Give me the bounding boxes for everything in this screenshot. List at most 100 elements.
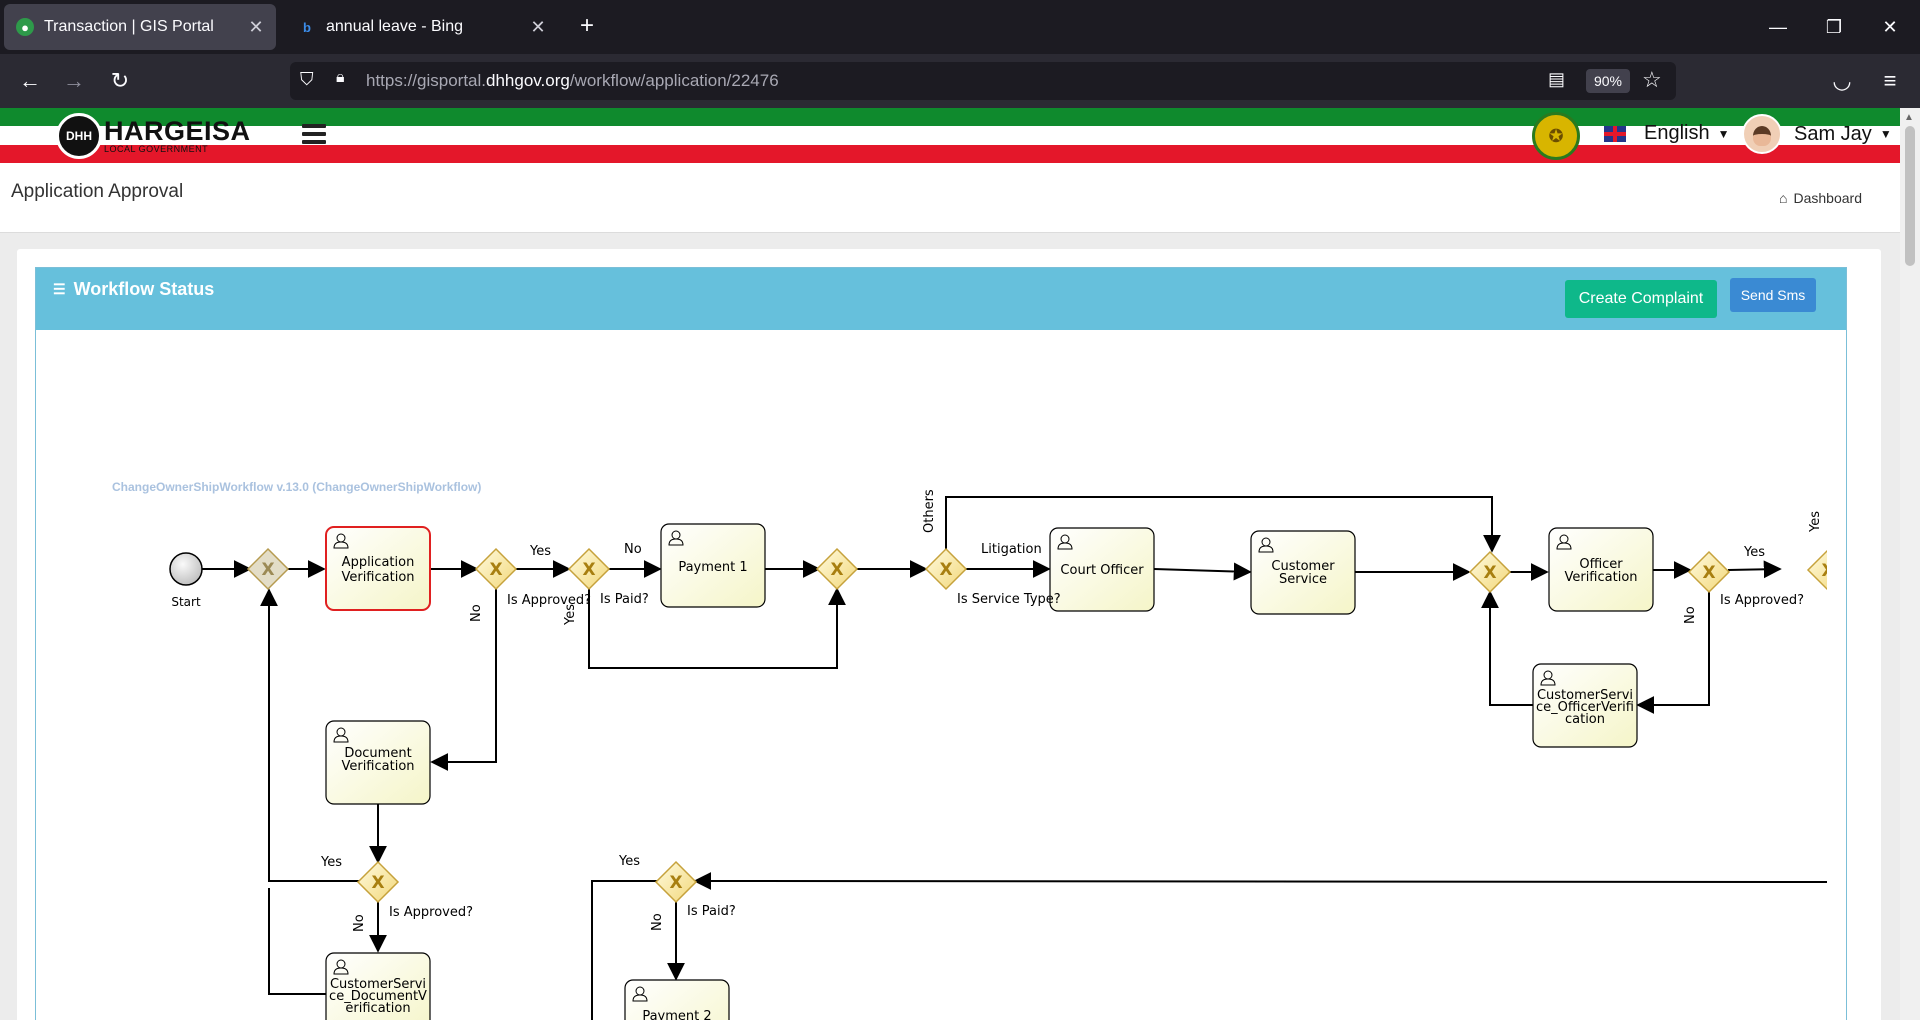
task-cs-officer-verification (1532, 663, 1638, 748)
gis-portal-favicon-icon: ● (16, 18, 34, 36)
panel-title: ☰ Workflow Status (53, 279, 215, 299)
menu-icon[interactable]: ≡ (1883, 68, 1897, 93)
page-title: Application Approval (11, 181, 184, 202)
task-label: cation (1565, 712, 1605, 727)
gateway-label: Is Paid? (600, 592, 649, 607)
workflow-name: ChangeOwnerShipWorkflow v.13.0 (ChangeOw… (112, 480, 482, 494)
uk-flag-icon (1604, 125, 1626, 142)
site-logo[interactable]: DHH HARGEISA LOCAL GOVERNMENT (56, 112, 251, 160)
browser-tab-strip: ● Transaction | GIS Portal ✕ b annual le… (0, 0, 1920, 54)
language-dropdown[interactable]: English ▼ (1604, 122, 1730, 145)
svg-text:X: X (939, 560, 952, 580)
lock-icon[interactable]: 🔒︎ (336, 69, 345, 86)
flow-label: No (1683, 606, 1698, 624)
bookmark-star-icon[interactable]: ☆ (1642, 67, 1662, 92)
create-complaint-button[interactable]: Create Complaint (1565, 280, 1717, 318)
task-label: Verification (341, 759, 414, 774)
page-viewport: DHH HARGEISA LOCAL GOVERNMENT ✪ English … (0, 108, 1920, 1020)
user-menu[interactable]: Sam Jay ▼ (1742, 114, 1892, 154)
task-application-verification (325, 526, 431, 611)
url-text[interactable]: https://gisportal.dhhgov.org/workflow/ap… (366, 71, 779, 90)
page-header: Application Approval ⌂ Dashboard (0, 163, 1900, 233)
svg-text:X: X (489, 560, 502, 580)
workflow-diagram: Start X X X X X X X (169, 489, 1827, 1020)
emblem-icon: ✪ (1532, 112, 1580, 160)
close-tab-icon[interactable]: ✕ (248, 16, 264, 37)
reader-view-icon[interactable]: ▤ (1548, 69, 1566, 89)
tracking-shield-icon[interactable]: ⛉ (300, 69, 314, 89)
gateway-label: Is Approved? (1720, 593, 1804, 608)
task-label: Document (344, 746, 411, 761)
restore-icon[interactable]: ❐ (1825, 17, 1843, 37)
home-icon: ⌂ (1779, 190, 1788, 206)
logo-mark: DHH (56, 113, 102, 159)
page-scrollbar[interactable]: ▲ (1900, 108, 1920, 1020)
site-header: DHH HARGEISA LOCAL GOVERNMENT ✪ English … (0, 108, 1900, 163)
panel-header: ☰ Workflow Status Create Complaint Send … (36, 268, 1846, 330)
task-label: Verification (341, 570, 414, 585)
task-label: erification (345, 1001, 410, 1016)
zoom-level[interactable]: 90% (1586, 69, 1630, 93)
task-customer-service (1250, 530, 1356, 615)
svg-text:X: X (582, 560, 595, 580)
back-icon[interactable]: ← (19, 68, 41, 93)
breadcrumb[interactable]: ⌂ Dashboard (1779, 190, 1862, 206)
address-bar[interactable]: ⛉ 🔒︎ https://gisportal.dhhgov.org/workfl… (290, 62, 1676, 100)
gateway-label: Is Service Type? (957, 592, 1061, 607)
svg-text:X: X (1702, 563, 1715, 583)
svg-text:X: X (830, 560, 843, 580)
pocket-icon[interactable]: ◡ (1832, 68, 1852, 93)
svg-text:X: X (261, 560, 274, 580)
minimize-icon[interactable]: — (1769, 17, 1787, 37)
send-sms-button[interactable]: Send Sms (1730, 278, 1816, 312)
window-close-icon[interactable]: ✕ (1882, 17, 1898, 37)
chevron-down-icon: ▼ (1717, 126, 1730, 141)
tab-bing[interactable]: b annual leave - Bing ✕ (286, 4, 558, 50)
list-icon: ☰ (53, 281, 66, 297)
tab-gis-portal[interactable]: ● Transaction | GIS Portal ✕ (4, 4, 276, 50)
task-label: Court Officer (1060, 563, 1144, 578)
task-label: ce_DocumentV (329, 989, 427, 1004)
task-label: Customer (1271, 559, 1335, 574)
flow-label: Yes (529, 544, 551, 559)
new-tab-icon[interactable]: + (579, 12, 594, 39)
task-label: Officer (1579, 557, 1623, 572)
logo-subtext: LOCAL GOVERNMENT (104, 144, 209, 154)
task-label: Payment 1 (678, 560, 747, 575)
flow-label: Yes (1743, 545, 1765, 560)
scroll-up-icon[interactable]: ▲ (1904, 112, 1914, 123)
chevron-down-icon: ▼ (1879, 127, 1892, 141)
flow-label: Yes (563, 604, 578, 626)
reload-icon[interactable]: ↻ (110, 68, 130, 93)
flow-label: No (624, 542, 642, 557)
gateway-label: Is Paid? (687, 904, 736, 919)
browser-nav-bar: ← → ↻ ⛉ 🔒︎ https://gisportal.dhhgov.org/… (0, 54, 1920, 108)
task-cs-document-verification (325, 952, 431, 1020)
task-label: CustomerServi (1537, 688, 1633, 703)
task-officer-verification (1548, 527, 1654, 612)
task-label: Service (1279, 572, 1327, 587)
workflow-status-panel: ☰ Workflow Status Create Complaint Send … (35, 267, 1847, 1020)
task-label: CustomerServi (330, 977, 426, 992)
gateway-label: Is Approved? (507, 593, 591, 608)
language-label: English (1644, 122, 1710, 144)
task-payment-2 (624, 979, 730, 1020)
gateway (246, 547, 1827, 904)
task-court-officer (1049, 527, 1155, 612)
scrollbar-thumb[interactable] (1905, 126, 1915, 266)
tab-title: annual leave - Bing (326, 18, 463, 35)
logo-text: HARGEISA (104, 116, 251, 146)
avatar (1742, 114, 1782, 154)
user-name: Sam Jay (1794, 122, 1872, 145)
flow-label: Yes (320, 855, 342, 870)
flow-label: No (650, 913, 665, 931)
breadcrumb-dashboard[interactable]: Dashboard (1793, 190, 1863, 206)
flow-label: Litigation (981, 542, 1042, 557)
flow-label: Yes (618, 854, 640, 869)
task-payment-1 (660, 523, 766, 608)
task-label: Verification (1564, 570, 1637, 585)
forward-icon[interactable]: → (63, 68, 85, 93)
close-tab-icon[interactable]: ✕ (530, 16, 546, 37)
gateway-label: Is Approved? (389, 905, 473, 920)
hamburger-menu-icon[interactable] (302, 124, 326, 144)
